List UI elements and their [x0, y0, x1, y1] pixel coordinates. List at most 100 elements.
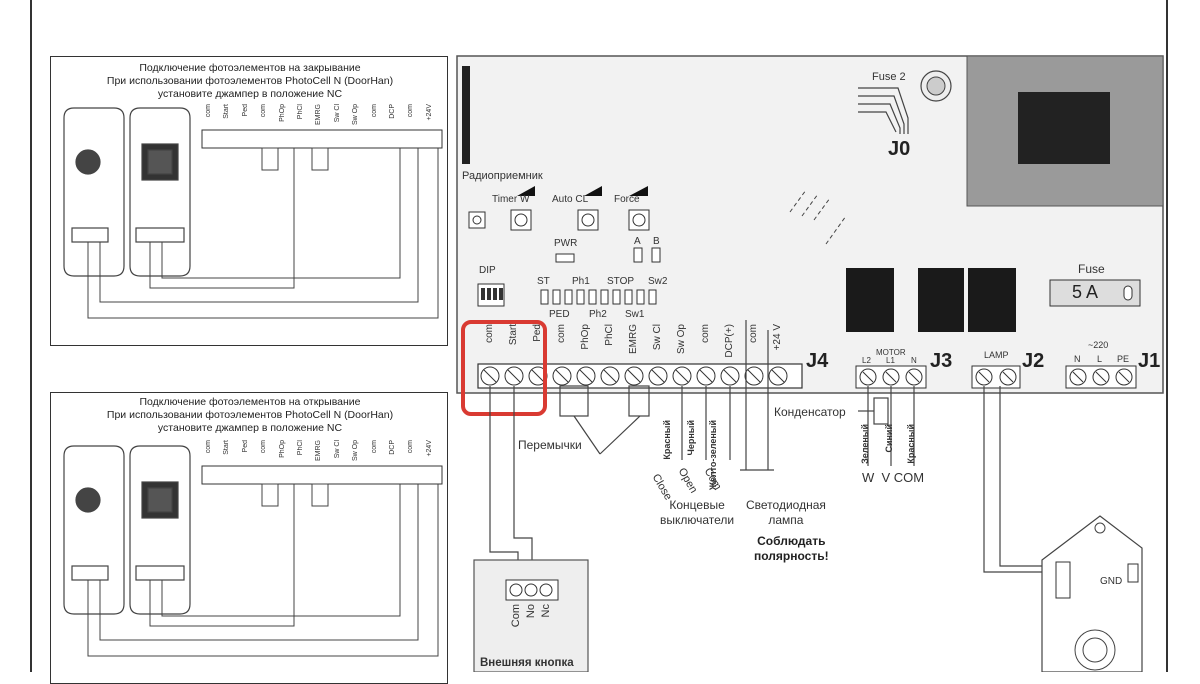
panel2-terminal-label-10: DCP — [389, 440, 396, 455]
external-button-label: Внешняя кнопка — [480, 657, 574, 669]
panel1-terminal-label-0: com — [205, 104, 212, 118]
led-st-label: ST — [537, 276, 550, 287]
panel1-caption-line1: Подключение фотоэлементов на закрывание — [139, 62, 361, 74]
pwr-label: PWR — [554, 238, 578, 249]
button-no-label: No — [525, 604, 537, 619]
panel1-terminal-label-1: Start — [223, 104, 231, 119]
led-sw2-label: Sw2 — [648, 276, 668, 287]
status-leds — [540, 289, 657, 305]
panel2-terminal-label-4: PhOp — [278, 440, 286, 458]
j4-output-wires — [489, 320, 774, 582]
polarity-line2: полярность! — [754, 549, 829, 563]
dip-label: DIP — [479, 265, 496, 276]
led-lamp-line2: лампа — [768, 513, 804, 527]
mains-l-label: L — [1097, 354, 1103, 364]
motor-n-label: N — [911, 356, 917, 365]
start-terminal-highlight — [461, 320, 547, 416]
j4-terminal-label-6: EMRG — [628, 324, 639, 354]
j4-terminal-label-11: com — [748, 324, 759, 343]
panel1-terminal-label-9: com — [370, 104, 378, 118]
polarity-line1: Соблюдать — [757, 534, 826, 548]
j4-terminal-label-10: DCP(+) — [724, 324, 735, 358]
wire-black-label: Черный — [686, 420, 696, 456]
motor-l2-label: L2 — [862, 356, 871, 365]
j4-terminal-label-0: com — [484, 324, 495, 343]
panel2-photocells — [63, 445, 191, 615]
j4-terminal-label-7: Sw Cl — [652, 324, 663, 351]
panel2-terminal-block — [201, 465, 443, 485]
j1-terminal-block — [1065, 365, 1137, 389]
panel1-terminal-label-2: Ped — [241, 104, 249, 117]
panel1-caption-line3: установите джампер в положение NC — [157, 88, 343, 100]
limit-switches-line1: Концевые — [669, 498, 725, 512]
j4-terminal-label-2: Ped — [532, 324, 543, 342]
panel1-terminal-label-12: +24V — [425, 104, 433, 121]
trimmer-group — [468, 209, 650, 231]
panel2-wires — [87, 483, 439, 657]
page-border-right — [1166, 0, 1168, 672]
radio-receiver-label: Радиоприемник — [462, 170, 543, 182]
relay-1 — [846, 268, 894, 332]
panel2-terminal-label-11: com — [407, 440, 415, 454]
led-ph1-label: Ph1 — [572, 276, 590, 287]
j4-terminal-label-5: PhCl — [604, 324, 615, 346]
j4-terminal-label-12: +24 V — [772, 324, 783, 351]
led-ph2-label: Ph2 — [589, 309, 607, 320]
led-sw1-label: Sw1 — [625, 309, 645, 320]
panel1-terminal-label-10: DCP — [389, 104, 396, 119]
panel1-caption-line2: При использовании фотоэлементов PhotoCel… — [106, 75, 394, 87]
trimmer-timer-label: Timer W — [492, 194, 530, 205]
jumpers-label: Перемычки — [518, 438, 582, 452]
motor-wire-codes: W V COM — [862, 470, 925, 485]
relay-3 — [968, 268, 1016, 332]
button-com-label: Com — [510, 604, 522, 628]
relay-2 — [918, 268, 964, 332]
capacitor-label: Конденсатор — [774, 405, 846, 419]
trimmer-autocl-label: Auto CL — [552, 194, 589, 205]
j2-label: J2 — [1022, 350, 1045, 372]
j1-label: J1 — [1138, 350, 1161, 372]
led-ped-label: PED — [549, 309, 570, 320]
panel2-terminal-label-7: Sw Cl — [333, 440, 341, 459]
panel2-terminal-label-3: com — [260, 440, 268, 454]
polarity-warning: Соблюдать полярность! — [754, 534, 829, 564]
j3-terminal-block — [855, 365, 927, 389]
fuse2-wires — [858, 87, 909, 134]
transformer-core — [1018, 92, 1110, 164]
motor-label: MOTOR — [876, 348, 906, 357]
j4-terminal-label-8: Sw Op — [676, 324, 687, 355]
panel2-terminal-label-2: Ped — [241, 440, 249, 453]
panel1-caption: Подключение фотоэлементов на закрывание … — [50, 62, 450, 101]
j4-terminal-label-1: Start — [508, 324, 519, 346]
panel2-terminal-label-9: com — [370, 440, 378, 454]
panel2-terminal-label-5: PhCl — [297, 440, 304, 456]
button-terminals — [505, 579, 559, 601]
jumper-a-label: A — [634, 236, 641, 247]
panel2-terminal-label-0: com — [205, 440, 212, 454]
panel1-terminal-block — [201, 129, 443, 149]
panel2-caption-line2: При использовании фотоэлементов PhotoCel… — [106, 409, 394, 421]
trimmer-wedges — [517, 186, 648, 196]
j3-label: J3 — [930, 350, 953, 372]
panel2-caption: Подключение фотоэлементов на открывание … — [50, 396, 450, 435]
j4-terminal-label-3: com — [556, 324, 567, 343]
panel1-terminal-label-4: PhOp — [278, 104, 286, 122]
panel2-terminal-label-8: Sw Op — [352, 440, 360, 462]
limit-switches-label: Концевые выключатели — [660, 498, 734, 528]
panel2-terminal-label-12: +24V — [425, 440, 433, 457]
mains-pe-label: PE — [1117, 354, 1130, 364]
jumper-b-label: B — [653, 236, 660, 247]
panel1-photocells — [63, 107, 191, 277]
panel1-terminal-label-11: com — [407, 104, 415, 118]
j4-terminal-label-4: PhOp — [580, 324, 591, 350]
panel1-terminal-label-6: EMRG — [315, 104, 323, 125]
led-lamp-label: Светодиодная лампа — [746, 498, 826, 528]
j2-terminal-block — [971, 365, 1021, 389]
motor-wire-red-label: Красный — [906, 424, 916, 464]
limit-switches-line2: выключатели — [660, 513, 735, 527]
motor-l1-label: L1 — [886, 356, 895, 365]
panel2-terminal-label-6: EMRG — [315, 440, 323, 461]
panel1-terminal-label-5: PhCl — [297, 104, 304, 120]
external-button-box — [473, 559, 589, 672]
